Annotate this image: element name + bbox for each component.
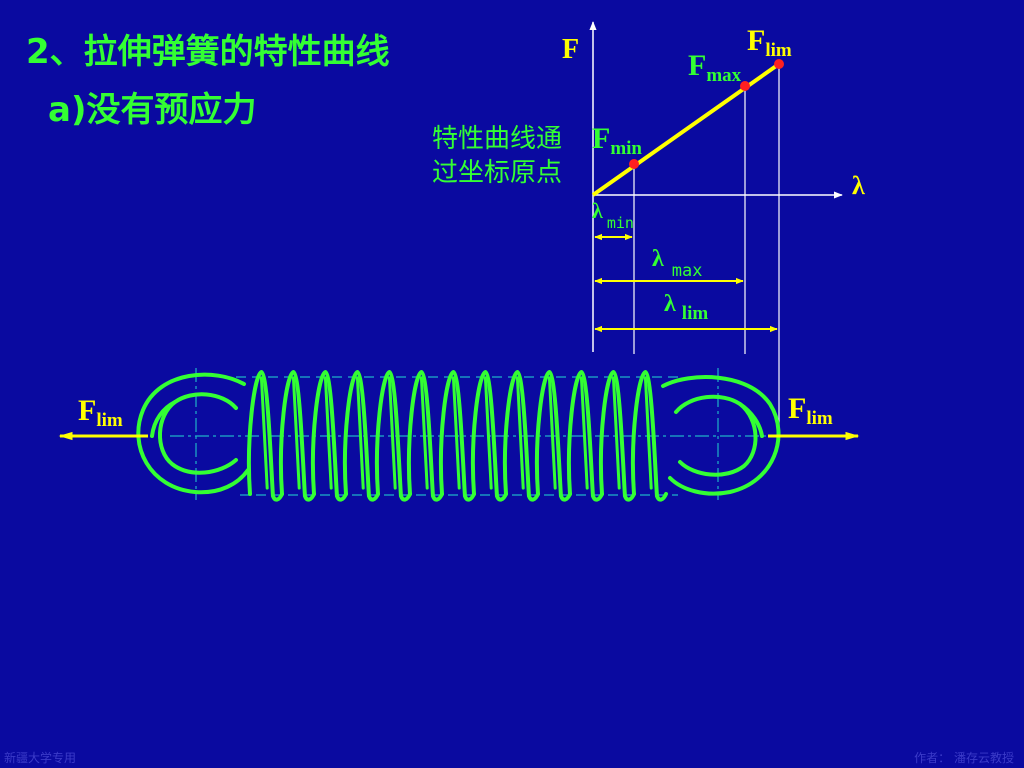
spring-coil	[502, 370, 540, 502]
spring-coil	[630, 370, 668, 502]
spring-coil	[598, 370, 636, 502]
right-force: Flim	[768, 392, 860, 441]
spring-coils	[246, 370, 668, 502]
curve-note-line-1: 特性曲线通	[432, 124, 563, 154]
spring-coil	[406, 370, 444, 502]
spring-coil-strand	[515, 376, 525, 490]
left-hook	[136, 372, 250, 495]
spring-coil	[438, 370, 476, 502]
extension-spring	[136, 368, 785, 502]
point-f-min	[629, 159, 639, 169]
left-force: Flim	[58, 394, 148, 441]
spring-coil	[310, 370, 348, 502]
spring-coil	[342, 370, 380, 502]
drop-lines	[633, 64, 780, 430]
point-f-max	[740, 81, 750, 91]
spring-coil	[534, 370, 572, 502]
spring-coil	[374, 370, 412, 502]
lambda-axis-label: λ	[852, 171, 865, 200]
spring-coil-strand	[547, 376, 557, 490]
curve-note: 特性曲线通 过坐标原点	[432, 122, 562, 190]
spring-coil-strand	[611, 376, 621, 490]
spring-coil	[470, 370, 508, 502]
right-force-label: Flim	[788, 392, 833, 429]
curve-note-line-2: 过坐标原点	[432, 158, 563, 188]
spring-coil-strand	[291, 376, 301, 490]
spring-coil-strand	[419, 376, 429, 490]
spring-coil-strand	[323, 376, 333, 490]
spring-coil-strand	[451, 376, 461, 490]
spring-coil	[566, 370, 604, 502]
label-f-min: Fmin	[592, 122, 642, 159]
spring-coil	[278, 370, 316, 502]
label-f-lim: Flim	[747, 24, 792, 61]
left-force-label: Flim	[78, 394, 123, 431]
spring-coil-strand	[259, 376, 269, 490]
label-f-max: Fmax	[688, 49, 742, 86]
characteristic-line	[591, 62, 781, 197]
footer-right: 作者： 潘存云教授	[914, 751, 1014, 765]
point-f-lim	[774, 59, 784, 69]
spring-coil-strand	[387, 376, 397, 490]
f-axis-label: F	[562, 34, 579, 65]
slide-subtitle: a)没有预应力	[48, 90, 257, 130]
spring-coil-strand	[643, 376, 653, 490]
spring-coil-strand	[355, 376, 365, 490]
spring-coil-strand	[579, 376, 589, 490]
spring-coil-strand	[483, 376, 493, 490]
right-hook	[661, 375, 781, 496]
slide-title: 2、拉伸弹簧的特性曲线	[26, 32, 390, 72]
spring-coil	[246, 370, 284, 502]
footer-left: 新疆大学专用	[4, 751, 77, 765]
